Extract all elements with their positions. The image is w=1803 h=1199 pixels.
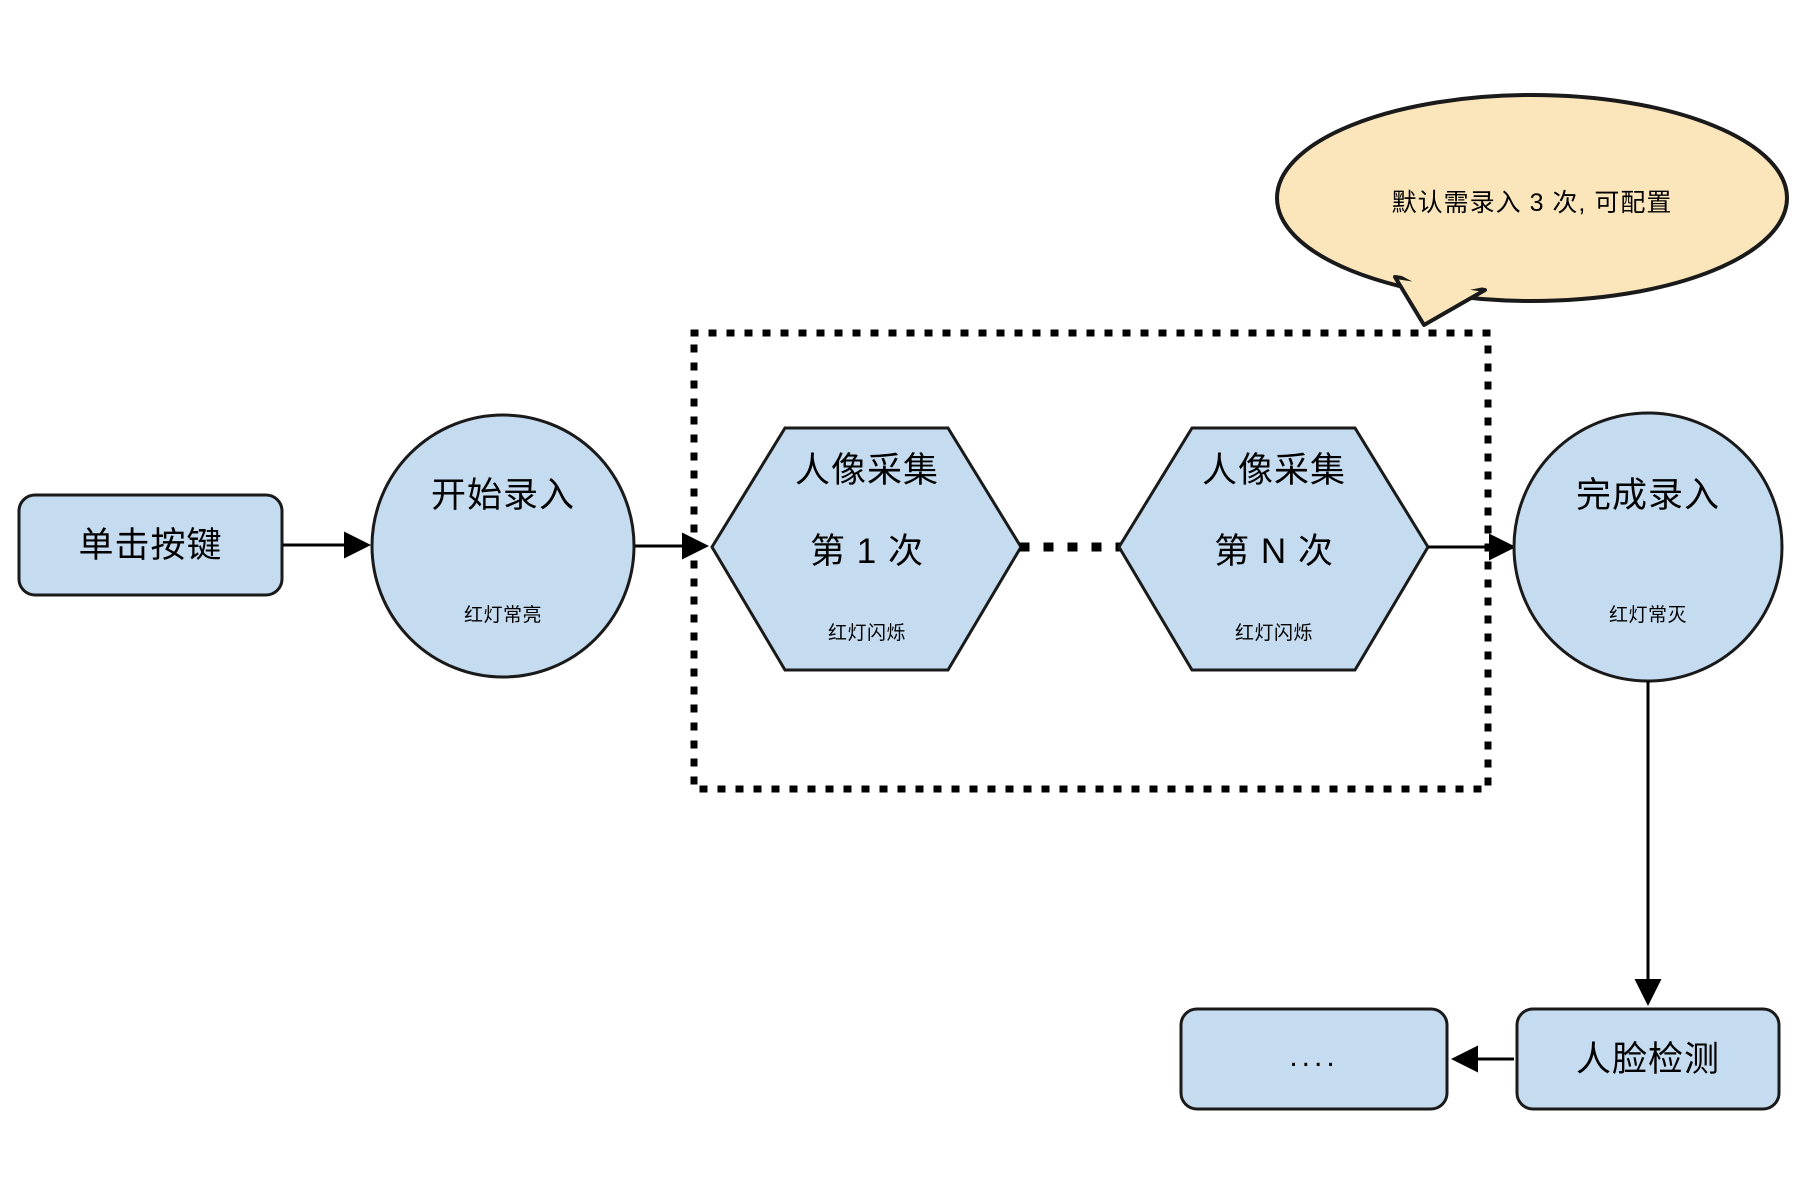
node-capture-nth-shape[interactable] xyxy=(1117,426,1430,672)
node-finish-enroll-shape[interactable] xyxy=(1512,411,1784,683)
node-face-detect-shape[interactable] xyxy=(1515,1007,1781,1111)
callout-tail-seam xyxy=(1398,274,1484,296)
node-more-steps-shape[interactable] xyxy=(1179,1007,1449,1111)
node-click-button-shape[interactable] xyxy=(17,493,284,597)
loop-group-boundary xyxy=(690,329,1492,793)
node-start-enroll-shape[interactable] xyxy=(370,413,636,679)
node-capture-first-shape[interactable] xyxy=(710,426,1023,672)
callout-bubble-shape xyxy=(1275,93,1789,303)
